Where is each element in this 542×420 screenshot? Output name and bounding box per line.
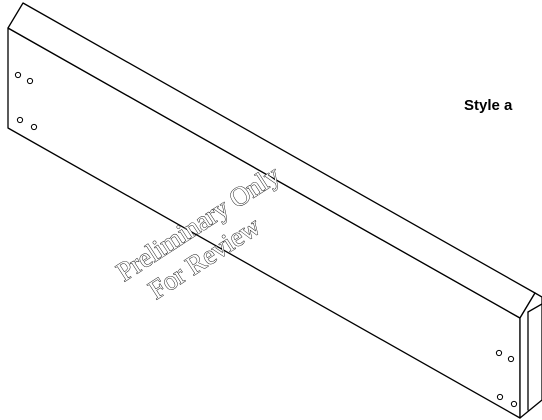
hole-icon xyxy=(14,71,22,79)
hole-icon xyxy=(510,400,518,408)
hole-icon xyxy=(16,116,24,124)
hole-icon xyxy=(496,393,504,401)
panel-front-face xyxy=(7,27,521,419)
panel-end-face xyxy=(519,292,542,419)
hole-icon xyxy=(30,123,38,131)
left-mounting-holes xyxy=(14,71,38,131)
panel-board xyxy=(7,2,542,419)
hole-icon xyxy=(26,77,34,85)
panel-end-detail-line xyxy=(527,303,542,313)
hole-icon xyxy=(495,349,503,357)
hole-icon xyxy=(507,355,515,363)
right-mounting-holes xyxy=(495,349,518,408)
style-label: Style a xyxy=(464,97,513,114)
